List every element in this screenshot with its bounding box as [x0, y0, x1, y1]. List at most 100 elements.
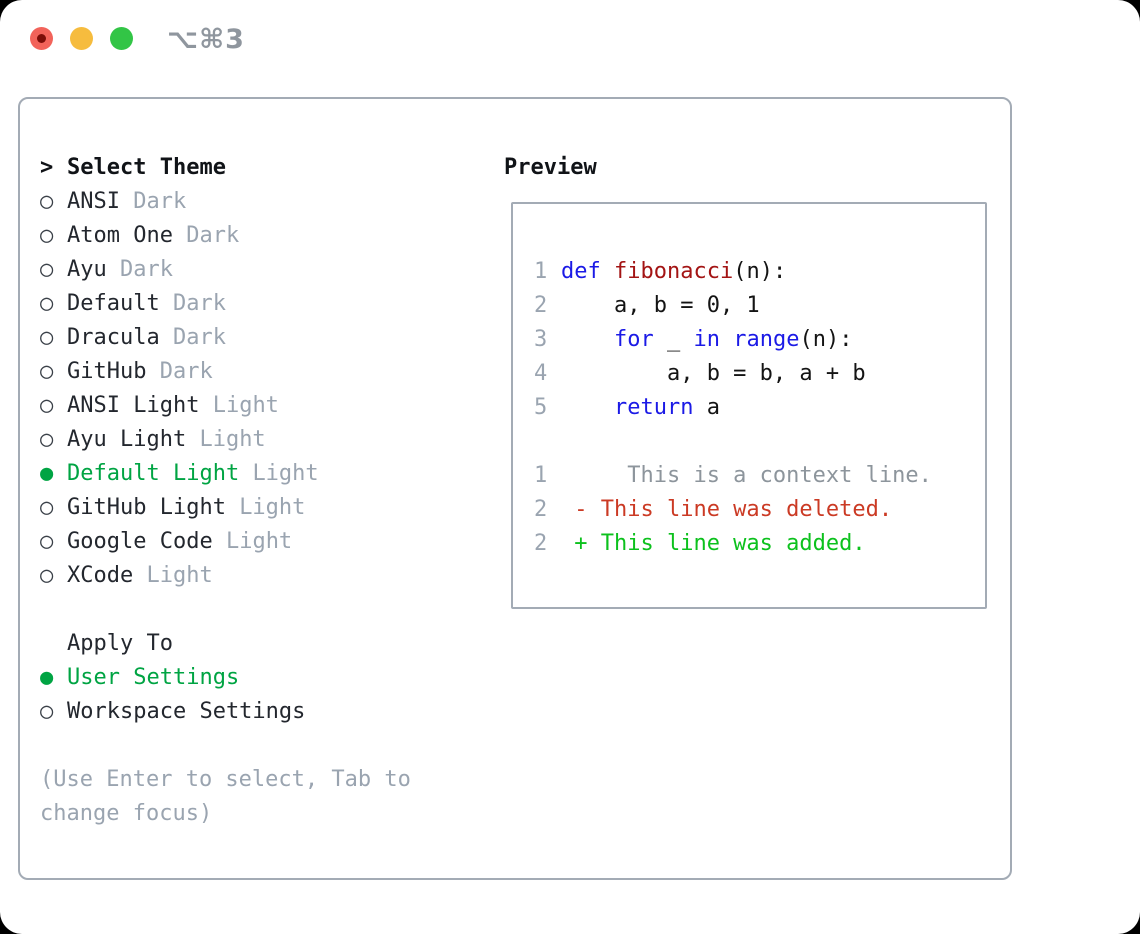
- line-number: 4: [534, 361, 548, 386]
- theme-name: Default Light: [67, 461, 253, 486]
- help-text-line-1: (Use Enter to select, Tab to: [40, 767, 411, 792]
- theme-variant: Light: [252, 461, 319, 486]
- radio-icon: ○: [40, 257, 54, 282]
- code-segment-fn: fibonacci: [613, 259, 734, 284]
- radio-selected-icon: ●: [40, 665, 54, 690]
- theme-variant: Light: [212, 393, 279, 418]
- theme-variant: Dark: [186, 223, 240, 248]
- line-number: 2: [534, 497, 548, 522]
- apply-option-user-settings[interactable]: ● User Settings: [40, 661, 411, 695]
- theme-variant: Light: [199, 427, 266, 452]
- preview-line-8: 2 - This line was deleted.: [534, 493, 985, 527]
- theme-name: Google Code: [67, 529, 226, 554]
- minimize-button[interactable]: [70, 27, 93, 50]
- apply-to-heading: Apply To: [40, 627, 411, 661]
- radio-icon: ○: [40, 699, 54, 724]
- theme-option-atom-one[interactable]: ○ Atom One Dark: [40, 219, 411, 253]
- apply-to-title: Apply To: [67, 631, 173, 656]
- theme-variant: Dark: [159, 359, 213, 384]
- preview-line-4: 4 a, b = b, a + b: [534, 357, 985, 391]
- radio-icon: ○: [40, 189, 54, 214]
- theme-option-dracula[interactable]: ○Dracula Dark: [40, 321, 411, 355]
- apply-option-label: User Settings: [67, 665, 240, 690]
- code-segment-add: + This line was added.: [561, 531, 866, 556]
- radio-icon: ○: [40, 325, 54, 350]
- radio-icon: ○: [40, 427, 54, 452]
- theme-option-ansi-light[interactable]: ○ ANSI Light Light: [40, 389, 411, 423]
- theme-name: Ayu: [67, 257, 120, 282]
- theme-name: ANSI: [67, 189, 134, 214]
- theme-option-ansi[interactable]: ○ ANSI Dark: [40, 185, 411, 219]
- code-segment-plain: (n):: [733, 259, 787, 284]
- theme-variant: Dark: [119, 257, 173, 282]
- traffic-lights: [30, 27, 133, 50]
- radio-icon: ○: [40, 359, 54, 384]
- spacer: [40, 593, 411, 627]
- select-theme-heading: >Select Theme: [40, 151, 411, 185]
- theme-option-default-light[interactable]: ●Default Light Light: [40, 457, 411, 491]
- theme-variant: Light: [225, 529, 293, 554]
- theme-option-github[interactable]: ○ GitHub Dark: [40, 355, 411, 389]
- radio-icon: ○: [40, 563, 54, 588]
- help-text-line-2: change focus): [40, 801, 213, 826]
- theme-name: GitHub: [67, 359, 160, 384]
- radio-icon: ○: [40, 291, 54, 316]
- code-segment-kw: return: [613, 395, 694, 420]
- theme-option-ayu-light[interactable]: ○ Ayu Light Light: [40, 423, 411, 457]
- line-number: 2: [534, 531, 548, 556]
- code-segment-plain: _: [653, 327, 694, 352]
- theme-name: XCode: [67, 563, 147, 588]
- code-segment-ctx: This is a context line.: [561, 463, 932, 488]
- theme-variant: Dark: [172, 325, 226, 350]
- theme-name: Default: [67, 291, 173, 316]
- code-segment-kw: in: [693, 327, 720, 352]
- theme-variant: Dark: [172, 291, 226, 316]
- radio-icon: ○: [40, 495, 54, 520]
- radio-icon: ○: [40, 529, 54, 554]
- apply-option-workspace-settings[interactable]: ○ Workspace Settings: [40, 695, 411, 729]
- maximize-button[interactable]: [110, 27, 133, 50]
- theme-option-default[interactable]: ○ Default Dark: [40, 287, 411, 321]
- radio-icon: ○: [40, 223, 54, 248]
- theme-name: GitHub Light: [67, 495, 240, 520]
- window-title: ⌥⌘3: [167, 24, 245, 55]
- theme-variant: Light: [146, 563, 213, 588]
- code-segment-kw: def: [561, 259, 614, 284]
- window-titlebar: ⌥⌘3: [0, 0, 1140, 76]
- code-segment-kw: for: [613, 327, 654, 352]
- code-segment-plain: [720, 327, 733, 352]
- preview-line-9: 2 + This line was added.: [534, 527, 985, 561]
- prompt-icon: >: [40, 155, 54, 180]
- code-segment-plain: a: [693, 395, 720, 420]
- code-segment-kw: range: [733, 327, 800, 352]
- close-button[interactable]: [30, 27, 53, 50]
- spacer: [40, 729, 411, 763]
- code-segment-plain: a, b = 0, 1: [561, 293, 760, 318]
- preview-line-6: [534, 425, 985, 459]
- theme-name: Ayu Light: [67, 427, 200, 452]
- line-number: 3: [534, 327, 548, 352]
- theme-option-xcode[interactable]: ○ XCode Light: [40, 559, 411, 593]
- code-segment-plain: a, b = b, a + b: [561, 361, 866, 386]
- preview-line-5: 5 return a: [534, 391, 985, 425]
- theme-option-google-code[interactable]: ○ Google Code Light: [40, 525, 411, 559]
- code-segment-plain: (n):: [799, 327, 853, 352]
- theme-name: ANSI Light: [67, 393, 213, 418]
- theme-picker-panel: >Select Theme ○ ANSI Dark ○ Atom One Dark ○ Ay…: [18, 97, 1012, 880]
- theme-option-ayu[interactable]: ○ Ayu Dark: [40, 253, 411, 287]
- theme-variant: Dark: [133, 189, 187, 214]
- preview-line-3: 3 for _ in range(n):: [534, 323, 985, 357]
- line-number: 1: [534, 463, 548, 488]
- theme-option-github-light[interactable]: ○ GitHub Light Light: [40, 491, 411, 525]
- radio-icon: ○: [40, 393, 54, 418]
- apply-option-label: Workspace Settings: [67, 699, 306, 724]
- theme-name: Atom One: [67, 223, 187, 248]
- theme-variant: Light: [239, 495, 306, 520]
- line-number: 2: [534, 293, 548, 318]
- preview-line-2: 2 a, b = 0, 1: [534, 289, 985, 323]
- close-dot-icon: [37, 34, 46, 43]
